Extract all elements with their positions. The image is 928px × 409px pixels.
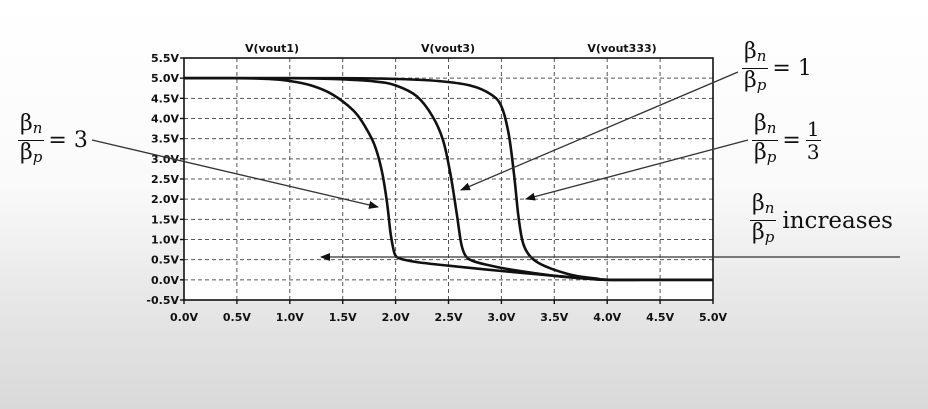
beta-symbol: β — [744, 39, 757, 64]
fraction-denominator: 3 — [806, 140, 820, 164]
annotation-ratio-value: = 3 — [48, 128, 88, 153]
annotation-ratio-one-third: βn βp = 1 3 — [752, 112, 821, 169]
x-tick-label: 0.0V — [170, 311, 198, 324]
beta-symbol: β — [752, 191, 765, 216]
series-line — [183, 76, 713, 282]
beta-subscript: n — [764, 199, 775, 217]
y-tick-label: -0.5V — [146, 294, 179, 307]
x-tick-label: 2.0V — [382, 311, 410, 324]
x-tick-label: 1.0V — [276, 311, 304, 324]
annotation-ratio-increases: βn βp increases — [750, 192, 893, 249]
beta-symbol: β — [754, 140, 767, 165]
y-tick-label: 2.5V — [151, 173, 179, 186]
y-tick-label: 4.0V — [151, 113, 179, 126]
arrow-ratio-one-third — [525, 139, 749, 201]
beta-ratio-fraction: βn βp — [742, 39, 769, 97]
beta-symbol: β — [20, 111, 33, 136]
beta-ratio-fraction: βn βp — [18, 111, 45, 169]
annotation-ratio-3: βn βp = 3 — [18, 112, 88, 169]
x-tick-label: 2.5V — [435, 311, 463, 324]
y-tick-label: 4.5V — [151, 92, 179, 105]
x-tick-label: 4.5V — [646, 311, 674, 324]
series-line — [183, 76, 713, 282]
x-tick-label: 5.0V — [699, 311, 727, 324]
y-tick-label: 0.5V — [151, 254, 179, 267]
x-axis-ticks: 0.0V 0.5V 1.0V 1.5V 2.0V 2.5V 3.0V 3.5V 4.0V 4.5V… — [170, 300, 727, 324]
y-tick-label: 1.5V — [151, 213, 179, 226]
y-axis-ticks: 5.5V5.0V4.5V4.0V3.5V3.0V2.5V2.0V1.5V1.0V… — [146, 52, 184, 307]
beta-subscript: p — [756, 76, 767, 94]
legend-label: V(vout333) — [587, 42, 656, 55]
series-curves — [183, 76, 713, 282]
beta-symbol: β — [744, 68, 757, 93]
annotation-ratio-value: = 1 — [772, 56, 812, 81]
x-tick-label: 3.5V — [540, 311, 568, 324]
arrow-ratio-3 — [91, 139, 379, 209]
legend-label: V(vout3) — [421, 42, 475, 55]
grid-lines — [184, 58, 713, 300]
legend-label: V(vout1) — [245, 42, 299, 55]
x-tick-label: 3.0V — [487, 311, 515, 324]
y-tick-label: 5.0V — [151, 72, 179, 85]
beta-subscript: p — [766, 148, 777, 166]
y-tick-label: 3.5V — [151, 133, 179, 146]
x-tick-label: 1.5V — [329, 311, 357, 324]
y-tick-label: 2.0V — [151, 193, 179, 206]
annotation-increases-text: increases — [782, 207, 893, 234]
y-tick-label: 1.0V — [151, 234, 179, 247]
annotation-ratio-1: βn βp = 1 — [742, 40, 812, 97]
annotation-arrows — [91, 71, 900, 261]
beta-subscript: n — [766, 119, 777, 137]
beta-subscript: p — [764, 228, 775, 246]
beta-subscript: n — [756, 47, 767, 65]
y-tick-label: 5.5V — [151, 52, 179, 65]
beta-subscript: p — [32, 148, 43, 166]
beta-ratio-fraction: βn βp — [750, 191, 777, 249]
beta-subscript: n — [32, 119, 43, 137]
legend: V(vout1) V(vout3) V(vout333) — [245, 42, 657, 55]
beta-symbol: β — [752, 220, 765, 245]
beta-symbol: β — [754, 111, 767, 136]
x-tick-label: 4.0V — [593, 311, 621, 324]
arrow-ratio-1 — [460, 71, 739, 191]
y-tick-label: 0.0V — [151, 274, 179, 287]
x-tick-label: 0.5V — [223, 311, 251, 324]
fraction-numerator: 1 — [805, 117, 821, 141]
one-third-fraction: 1 3 — [805, 117, 821, 164]
beta-ratio-fraction: βn βp — [752, 111, 779, 169]
beta-symbol: β — [20, 140, 33, 165]
